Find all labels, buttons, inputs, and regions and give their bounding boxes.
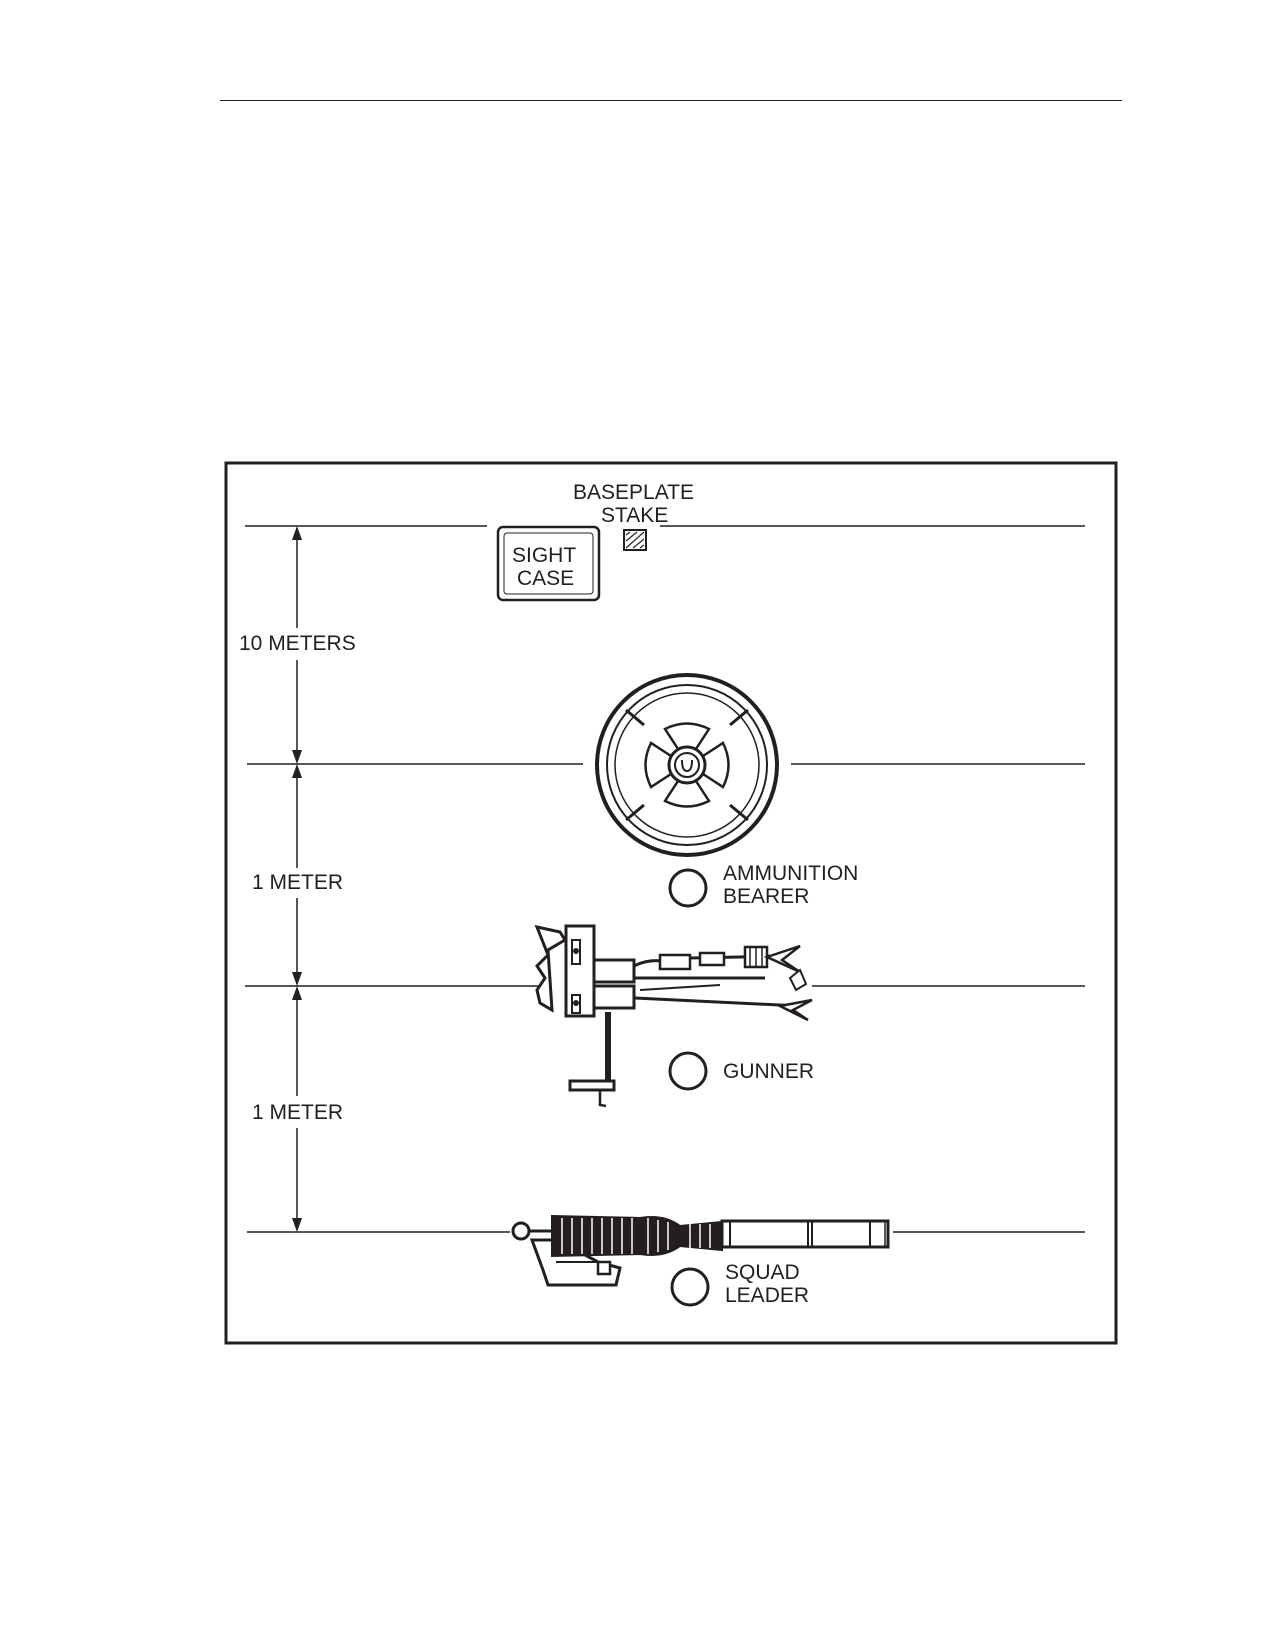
soldier-position-icon	[670, 1267, 710, 1307]
distance-label-10m: 10 METERS	[239, 632, 356, 655]
ammunition-bearer-label-line1: AMMUNITION	[723, 862, 858, 885]
sight-case-label-line2: CASE	[517, 567, 574, 590]
distance-label-1m-b: 1 METER	[252, 1101, 343, 1124]
soldier-position-icon	[668, 1051, 708, 1091]
gunner-label: GUNNER	[723, 1060, 814, 1083]
distance-label-1m-a: 1 METER	[252, 871, 343, 894]
squad-leader-label-line1: SQUAD	[725, 1261, 800, 1284]
baseplate-stake-label-line1: BASEPLATE	[573, 481, 694, 504]
squad-leader-label-line2: LEADER	[725, 1284, 809, 1307]
dimension-arrow-1m-b	[292, 986, 302, 1232]
sight-case-label-line1: SIGHT	[512, 544, 576, 567]
sight-case-icon	[496, 525, 601, 602]
mortar-bipod-icon	[534, 924, 813, 1108]
mortar-baseplate-icon	[595, 673, 779, 857]
soldier-position-icon	[668, 868, 708, 908]
figure-frame	[224, 461, 1118, 1345]
ammunition-bearer-label-line2: BEARER	[723, 885, 809, 908]
mortar-cannon-icon	[511, 1214, 890, 1287]
baseplate-stake-icon	[623, 529, 647, 551]
header-rule	[220, 100, 1122, 101]
baseplate-stake-label-line2: STAKE	[601, 504, 668, 527]
dimension-arrow-10m	[292, 526, 302, 764]
dimension-arrow-1m-a	[292, 764, 302, 986]
